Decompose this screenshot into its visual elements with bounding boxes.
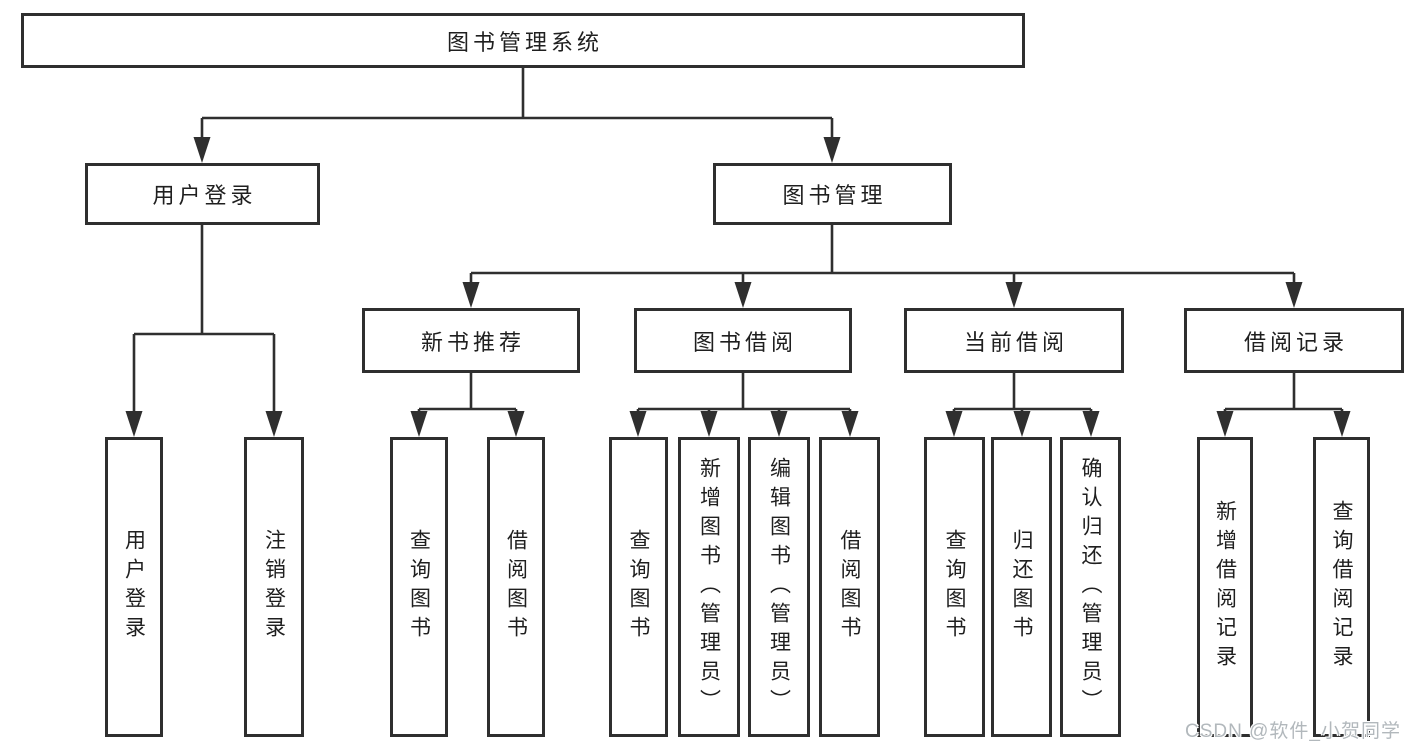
node-label: 图书借阅 — [692, 329, 797, 355]
leaf-label: 编辑图书（管理员） — [767, 456, 791, 718]
leaf-label: 查询图书 — [943, 529, 966, 645]
leaf-label: 查询借阅记录 — [1330, 500, 1353, 674]
node-label: 借阅记录 — [1243, 329, 1348, 355]
leaf-add-books-admin: 新增图书（管理员） — [678, 437, 740, 737]
leaf-label: 注销登录 — [262, 529, 286, 645]
leaf-label: 用户登录 — [122, 529, 146, 645]
leaf-label: 借阅图书 — [838, 529, 861, 645]
leaf-user-login: 用户登录 — [105, 437, 163, 737]
leaf-confirm-return-admin: 确认归还（管理员） — [1060, 437, 1121, 737]
node-label: 当前借阅 — [963, 329, 1068, 355]
leaf-borrow-books-recommend: 借阅图书 — [487, 437, 545, 737]
leaf-query-books-current: 查询图书 — [924, 437, 985, 737]
leaf-label: 新增借阅记录 — [1213, 500, 1237, 674]
leaf-label: 借阅图书 — [504, 529, 528, 645]
leaf-query-books-recommend: 查询图书 — [390, 437, 448, 737]
node-label: 用户登录 — [152, 183, 257, 208]
leaf-edit-books-admin: 编辑图书（管理员） — [748, 437, 810, 737]
leaf-logout: 注销登录 — [244, 437, 304, 737]
leaf-borrow-books: 借阅图书 — [819, 437, 880, 737]
leaf-query-books-borrowing: 查询图书 — [609, 437, 668, 737]
node-library-management-system: 图书管理系统 — [21, 13, 1025, 68]
node-borrowing-records: 借阅记录 — [1184, 308, 1404, 373]
node-label: 图书管理系统 — [446, 29, 603, 55]
node-label: 图书管理 — [782, 183, 887, 208]
leaf-label: 查询图书 — [627, 529, 650, 645]
leaf-return-books: 归还图书 — [991, 437, 1052, 737]
node-new-book-recommendation: 新书推荐 — [362, 308, 580, 373]
leaf-label: 查询图书 — [407, 529, 431, 645]
leaf-add-borrow-record: 新增借阅记录 — [1197, 437, 1253, 737]
node-user-login: 用户登录 — [85, 163, 320, 225]
node-book-borrowing: 图书借阅 — [634, 308, 852, 373]
leaf-label: 确认归还（管理员） — [1079, 456, 1102, 718]
watermark: CSDN @软件_小贺同学 — [1185, 721, 1401, 742]
node-current-borrowing: 当前借阅 — [904, 308, 1124, 373]
leaf-label: 归还图书 — [1010, 529, 1033, 645]
leaf-label: 新增图书（管理员） — [697, 456, 721, 718]
node-book-management: 图书管理 — [713, 163, 952, 225]
leaf-query-borrow-record: 查询借阅记录 — [1313, 437, 1370, 737]
node-label: 新书推荐 — [420, 329, 525, 355]
